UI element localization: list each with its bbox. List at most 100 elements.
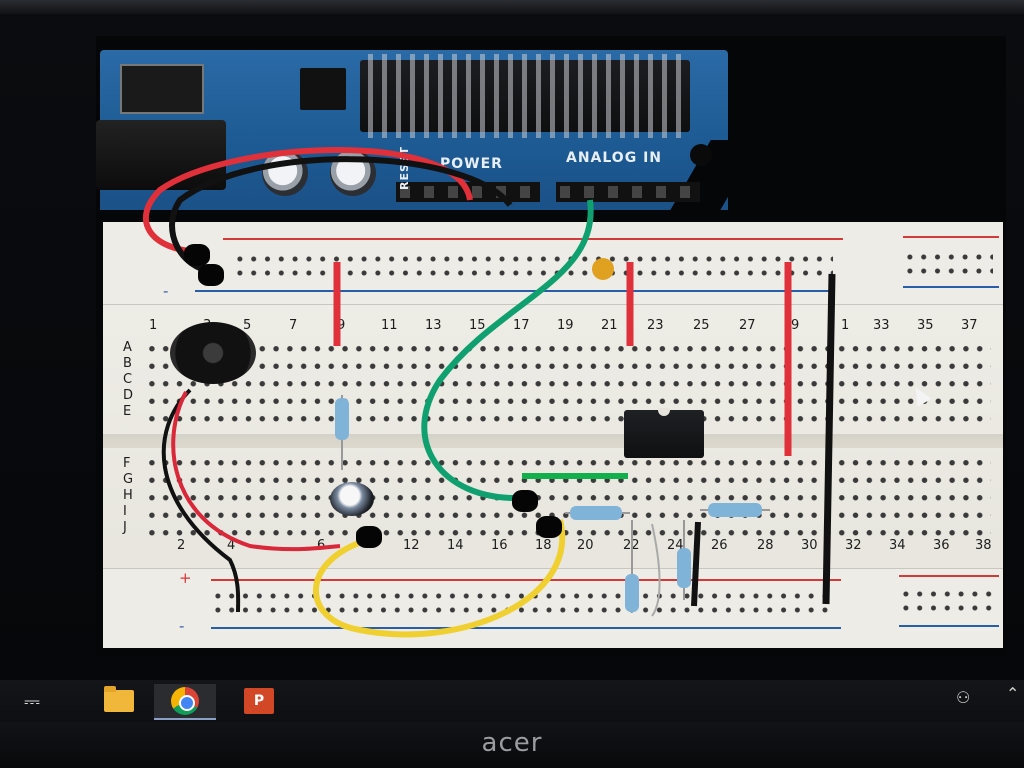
col-number: 1 [149, 318, 158, 333]
power-jack [96, 120, 226, 190]
col-number: 9 [791, 318, 800, 333]
row-label: C [123, 372, 133, 387]
rail-holes [903, 250, 993, 278]
col-number: 24 [667, 538, 684, 553]
task-view-icon[interactable]: ⎓ [24, 689, 40, 713]
row-label: A [123, 340, 132, 355]
col-number: 25 [693, 318, 710, 333]
rail-holes [233, 252, 833, 280]
col-number: 34 [889, 538, 906, 553]
col-number: 19 [557, 318, 574, 333]
silk-power: POWER [440, 156, 503, 172]
col-number: 14 [447, 538, 464, 553]
terminal-holes-bottom [145, 454, 991, 542]
col-number: 6 [317, 538, 326, 553]
rail-line-blue [903, 286, 999, 288]
chrome-button[interactable] [154, 684, 216, 720]
terminal-holes-top [145, 340, 991, 428]
rail-line-blue [899, 625, 999, 627]
rail-holes [211, 589, 831, 617]
row-label: B [123, 356, 132, 371]
rail-line-blue [211, 627, 841, 629]
col-number: 4 [227, 538, 236, 553]
col-number: 32 [845, 538, 862, 553]
row-label: D [123, 388, 134, 403]
col-number: 11 [381, 318, 398, 333]
col-number: 7 [289, 318, 298, 333]
powerpoint-button[interactable]: P [228, 684, 290, 718]
column-numbers-bottom: 2 4 6 12 14 16 18 20 22 24 26 28 30 32 3… [103, 538, 1003, 554]
rail-line-red [211, 579, 841, 581]
row-label: I [123, 504, 127, 519]
col-number: 21 [601, 318, 618, 333]
wire-end [198, 264, 224, 286]
row-label: H [123, 488, 133, 503]
monitor-bezel-top [0, 0, 1024, 14]
board-capacitor [262, 150, 308, 196]
col-number: 1 [841, 318, 850, 333]
rail-line-red [223, 238, 843, 240]
rail-line-red [899, 575, 999, 577]
piezo-buzzer [170, 322, 256, 384]
breadboard: - 1 3 5 7 9 11 13 15 17 19 21 23 25 27 9… [103, 222, 1003, 648]
col-number: 26 [711, 538, 728, 553]
col-number: 36 [933, 538, 950, 553]
col-number: 38 [975, 538, 992, 553]
row-label: F [123, 456, 131, 471]
col-number: 23 [647, 318, 664, 333]
rail-holes [899, 587, 993, 615]
chrome-icon [171, 687, 199, 715]
electrolytic-capacitor [330, 482, 374, 516]
col-number: 27 [739, 318, 756, 333]
voltage-regulator [300, 68, 346, 110]
col-number: 18 [535, 538, 552, 553]
silk-analog-in: ANALOG IN [566, 150, 663, 166]
wire-end [536, 516, 562, 538]
analog-header [556, 182, 700, 202]
col-number: 30 [801, 538, 818, 553]
wire-end [356, 526, 382, 548]
chevron-up-icon[interactable]: ⌃ [1006, 684, 1020, 703]
microcontroller-pins [368, 54, 686, 138]
rail-line-blue [195, 290, 835, 292]
rail-minus-label: - [179, 617, 185, 635]
row-label: G [123, 472, 134, 487]
file-explorer-button[interactable] [88, 684, 150, 718]
board-capacitor [330, 150, 376, 196]
col-number: 17 [513, 318, 530, 333]
col-number: 2 [177, 538, 186, 553]
wire-end [512, 490, 538, 512]
col-number: 15 [469, 318, 486, 333]
powerpoint-icon: P [244, 688, 274, 714]
usb-port [120, 64, 204, 114]
col-number: 33 [873, 318, 890, 333]
rail-minus-label: - [163, 282, 169, 300]
power-header [396, 182, 540, 202]
monitor-bezel-bottom [0, 722, 1024, 768]
row-label: E [123, 404, 132, 419]
mounting-hole [690, 144, 712, 166]
top-power-rail: - [103, 222, 1003, 305]
col-number: 5 [243, 318, 252, 333]
monitor-brand-logo: acer [481, 728, 543, 758]
ceramic-capacitor [592, 258, 614, 280]
col-number: 37 [961, 318, 978, 333]
wire-end [184, 244, 210, 266]
silk-reset: RESET [398, 146, 411, 190]
people-icon[interactable]: ⚇ [956, 688, 971, 707]
taskbar: ⎓ P [0, 680, 1024, 722]
col-number: 22 [623, 538, 640, 553]
col-number: 35 [917, 318, 934, 333]
center-channel [103, 434, 1003, 448]
col-number: 12 [403, 538, 420, 553]
col-number: 28 [757, 538, 774, 553]
col-number: 13 [425, 318, 442, 333]
rail-line-red [903, 236, 999, 238]
file-explorer-icon [104, 686, 134, 712]
row-label: J [123, 520, 127, 535]
ic-chip-dip8 [624, 408, 704, 458]
col-number: 16 [491, 538, 508, 553]
bottom-power-rail: + - [103, 568, 1003, 648]
col-number: 9 [337, 318, 346, 333]
rail-plus-label: + [179, 569, 192, 587]
